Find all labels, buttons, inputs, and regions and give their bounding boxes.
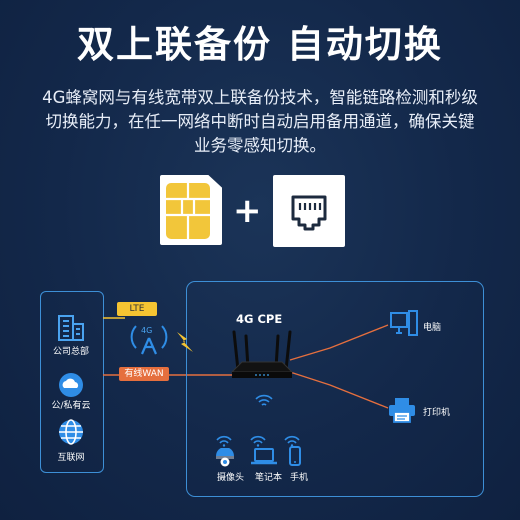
camera-icon [214, 447, 236, 472]
source-label-internet: 互联网 [57, 453, 85, 463]
device-label-laptop: 笔记本 [255, 473, 283, 483]
description-line-3: 业务零感知切换。 [194, 136, 326, 155]
router-label: 4G CPE [236, 312, 283, 326]
source-label-hq: 公司总部 [52, 347, 89, 357]
description-line-2: 切换能力，在任一网络中断时自动启用备用通道，确保关键 [45, 112, 475, 131]
4g-antenna-icon [130, 320, 168, 360]
plus-sign: + [233, 191, 262, 231]
phone-icon [289, 446, 301, 470]
page-title: 双上联备份 自动切换 [77, 23, 443, 66]
device-label-phone: 手机 [290, 473, 309, 483]
source-label-cloud: 公/私有云 [51, 401, 91, 411]
cloud-icon [56, 372, 86, 402]
lightning-icon [174, 330, 196, 358]
building-icon [57, 312, 85, 346]
device-label-camera: 摄像头 [217, 473, 245, 483]
network-panel [186, 281, 484, 497]
wifi-icon [250, 432, 266, 451]
globe-icon [57, 418, 85, 450]
sim-card-icon [160, 175, 222, 245]
computer-icon [389, 309, 419, 343]
wan-badge: 有线WAN [119, 367, 169, 381]
antenna-label: 4G [141, 326, 153, 335]
client-label-pc: 电脑 [423, 323, 442, 333]
ethernet-port-icon [273, 175, 345, 247]
client-label-printer: 打印机 [423, 408, 451, 418]
printer-icon [387, 396, 417, 428]
laptop-icon [250, 448, 278, 470]
lte-badge: LTE [117, 302, 157, 316]
router-icon [226, 330, 298, 390]
wifi-icon [216, 432, 232, 451]
sources-panel [40, 291, 104, 473]
description-line-1: 4G蜂窝网与有线宽带双上联备份技术，智能链路检测和秒级 [42, 88, 478, 107]
wifi-icon [255, 393, 273, 412]
